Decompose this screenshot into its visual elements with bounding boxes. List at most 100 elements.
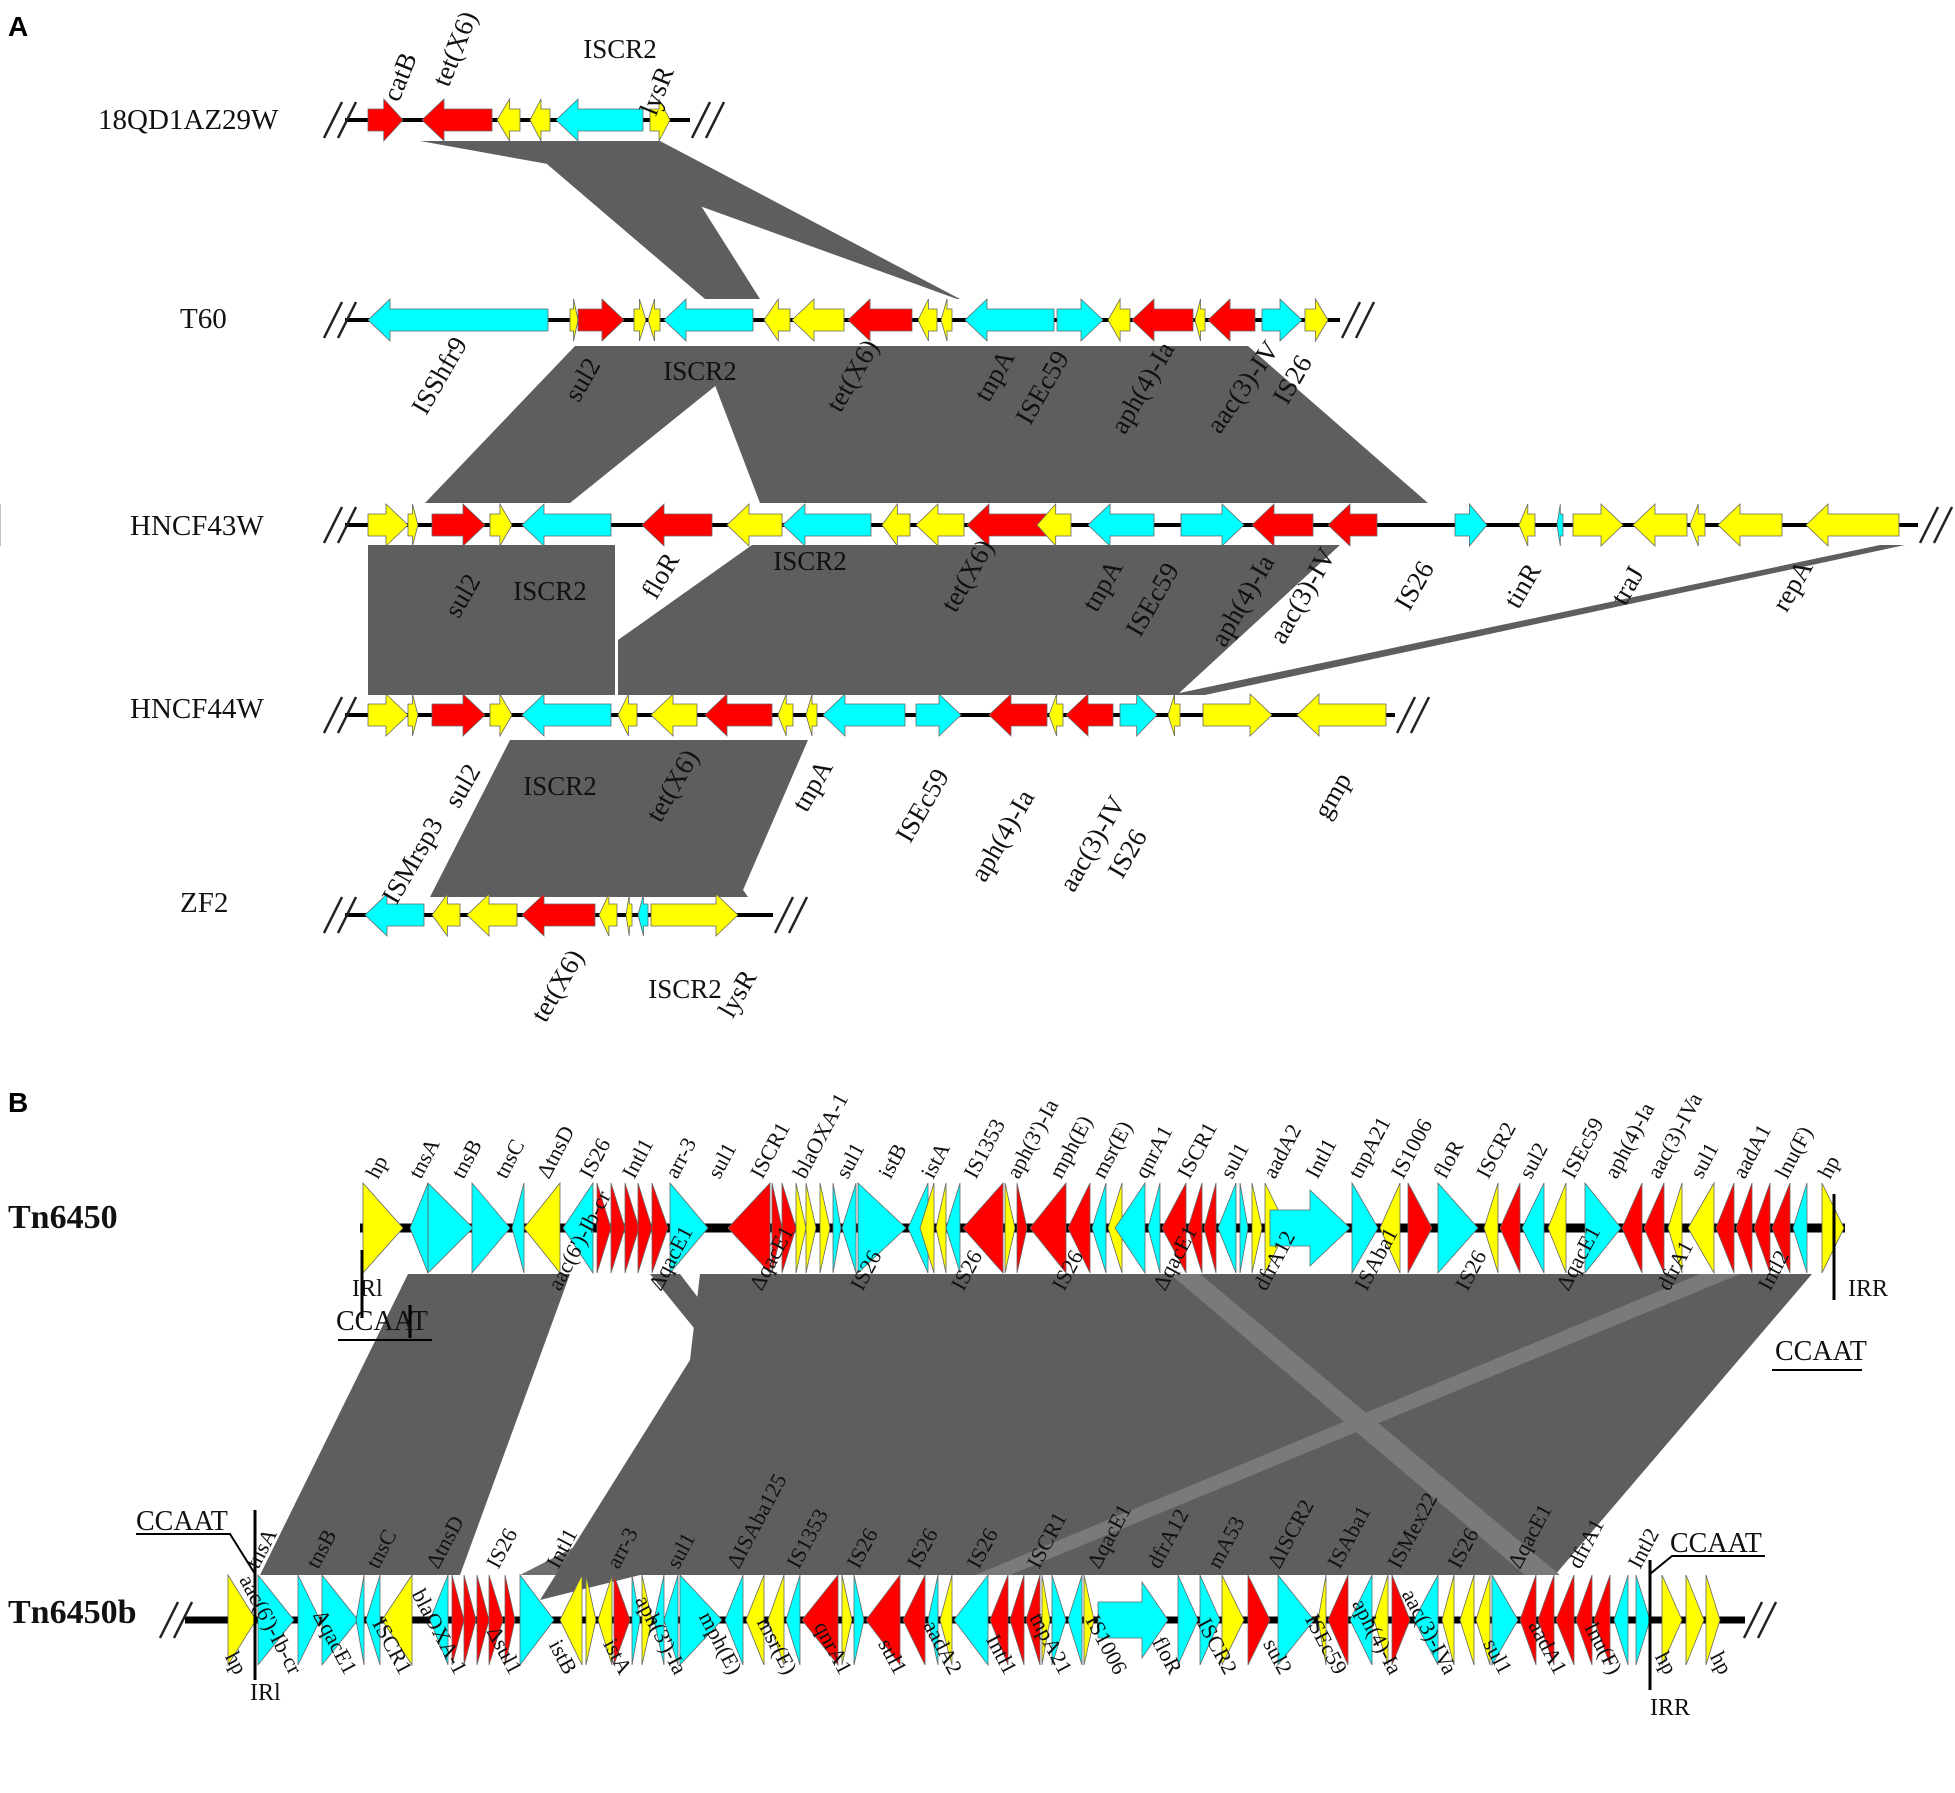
gene-HNCF43W-orf1 xyxy=(407,503,419,547)
homology-band-a2 xyxy=(425,346,765,503)
Tn6450b-gene-14 xyxy=(559,1574,583,1666)
gene-HNCF43W-orf0 xyxy=(367,503,409,547)
Tn6450-above-label-12: istB xyxy=(873,1139,912,1182)
Tn6450b-gene-3 xyxy=(321,1573,359,1667)
gene-ZF2-tet(X6) xyxy=(521,893,596,937)
gene-T60-orf18 xyxy=(1304,297,1329,343)
Tn6450b-gene-26 xyxy=(785,1574,801,1666)
gene-HNCF43W-tet(X6) xyxy=(966,503,1055,547)
Tn6450b-gene-r23 xyxy=(1685,1574,1705,1666)
homology-band-a4 xyxy=(368,545,615,695)
gene-HNCF43W-floR xyxy=(641,503,713,547)
marker-Tn6450b-3: CCAAT xyxy=(1670,1528,1762,1559)
Tn6450-gene-6 xyxy=(562,1181,594,1275)
break-left-HNCF43W xyxy=(322,506,358,544)
Tn6450b-gene-r11 xyxy=(1441,1574,1455,1666)
Tn6450-gene-1 xyxy=(409,1182,429,1274)
Tn6450b-below-label-0: hp xyxy=(220,1647,252,1678)
gene-HNCF44W-orf3 xyxy=(489,692,513,738)
gene-arrows xyxy=(0,97,1900,1690)
gene-label-18QD1AZ29W-ISCR2: ISCR2 xyxy=(583,34,657,64)
Tn6450-above-label-0: hp xyxy=(360,1151,392,1182)
break-left-HNCF44W xyxy=(322,696,358,734)
gene-HNCF43W-ISCR2 xyxy=(521,503,612,547)
gene-HNCF43W-repA xyxy=(1689,503,1706,547)
Tn6450b-gene-39 xyxy=(1051,1574,1067,1666)
Tn6450b-gene-r20 xyxy=(1613,1574,1629,1666)
Tn6450-above-label-27: sul2 xyxy=(1513,1138,1552,1182)
gene-HNCF44W-orf13 xyxy=(1048,693,1064,737)
Tn6450b-gene-32 xyxy=(927,1574,939,1666)
Tn6450-gene-x2 xyxy=(1379,1182,1401,1274)
Tn6450b-gene-r4 xyxy=(1277,1573,1315,1667)
Tn6450b-gene-30 xyxy=(865,1573,901,1667)
gene-T60-orf7 xyxy=(791,298,845,342)
Tn6450b-gene-r12 xyxy=(1459,1574,1475,1666)
gene-ZF2-orf2 xyxy=(466,893,518,937)
Tn6450b-gene-r22 xyxy=(1661,1574,1683,1666)
gene-HNCF43W-orf22 xyxy=(1717,503,1783,547)
Tn6450-gene-38 xyxy=(1217,1182,1237,1274)
marker-Tn6450b-1: IRR xyxy=(1650,1695,1690,1721)
Tn6450b-gene-38 xyxy=(1041,1574,1051,1666)
Tn6450b-gene-r13 xyxy=(1475,1574,1491,1666)
gene-T60-sul2 xyxy=(577,298,625,342)
Tn6450-gene-21 xyxy=(857,1182,907,1274)
gene-label-HNCF44W-aph(4)-Ia: aph(4)-Ia xyxy=(964,784,1040,886)
Tn6450-above-label-9: ISCR1 xyxy=(745,1118,795,1183)
Tn6450b-gene-r18 xyxy=(1575,1574,1593,1666)
gene-18QD1AZ29W-orf2 xyxy=(496,97,521,143)
Tn6450-above-label-18: qnrA1 xyxy=(1129,1121,1177,1182)
Tn6450-above-label-33: lnu(F) xyxy=(1770,1122,1818,1182)
Tn6450b-below-label-12: sul1 xyxy=(873,1634,912,1678)
Tn6450-gene-27 xyxy=(1004,1182,1016,1274)
Tn6450-gene-14 xyxy=(771,1182,783,1274)
gene-ZF2-ISCR2 xyxy=(637,893,649,937)
gene-HNCF43W-IS26 xyxy=(1454,502,1488,548)
Tn6450b-gene-41 xyxy=(1083,1574,1095,1666)
Tn6450b-gene-0 xyxy=(227,1573,257,1667)
gene-HNCF43W-ISCR2 xyxy=(782,503,872,547)
gene-T60-orf13 xyxy=(1107,297,1131,343)
gene-label-HNCF43W-ISCR2: ISCR2 xyxy=(773,546,847,576)
homology-band-a3 xyxy=(700,346,1428,503)
Tn6450b-gene-6 xyxy=(381,1573,413,1667)
track-name-ZF2: ZF2 xyxy=(180,887,228,919)
gene-HNCF43W-tnpA xyxy=(1087,503,1155,547)
Tn6450-gene-13 xyxy=(727,1181,771,1275)
Tn6450-above-label-19: ISCR1 xyxy=(1172,1118,1222,1183)
Tn6450b-gene-1 xyxy=(257,1573,295,1667)
Tn6450b-gene-21 xyxy=(663,1574,679,1666)
Tn6450-above-label-5: IS26 xyxy=(574,1134,616,1182)
Tn6450b-gene-35 xyxy=(989,1574,1009,1666)
Tn6450b-gene-5 xyxy=(365,1574,381,1666)
track-name-HNCF43W: HNCF43W xyxy=(130,510,264,542)
Tn6450b-gene-9 xyxy=(463,1574,477,1666)
Tn6450-gene-9 xyxy=(624,1182,640,1274)
gene-HNCF44W-orf6 xyxy=(650,693,698,737)
Tn6450b-gene-22 xyxy=(679,1573,723,1667)
gene-T60-aac(3)-IV xyxy=(1207,298,1256,342)
Tn6450-gene-24 xyxy=(935,1182,947,1274)
Tn6450b-gene-36 xyxy=(1009,1574,1025,1666)
gene-T60-IS26 xyxy=(1261,298,1303,342)
Tn6450b-gene-19 xyxy=(641,1574,653,1666)
Tn6450b-gene-10 xyxy=(476,1574,490,1666)
gene-18QD1AZ29W-catB xyxy=(367,97,404,143)
gene-T60-aph(4)-Ia xyxy=(1131,298,1194,342)
gene-label-18QD1AZ29W-lysR: lysR xyxy=(633,62,679,119)
gene-T60-orf1 xyxy=(569,298,579,342)
Tn6450-sul2 xyxy=(1499,1182,1521,1274)
Tn6450-tnpA21 xyxy=(1269,1189,1351,1267)
Tn6450-ISCR2 xyxy=(1437,1181,1479,1275)
homology-band-a1b xyxy=(520,141,752,299)
Tn6450b-gene-25 xyxy=(767,1574,785,1666)
gene-T60-ISShfr9 xyxy=(367,298,549,342)
Tn6450-above-label-20: sul1 xyxy=(1214,1138,1253,1182)
gene-T60-orf9 xyxy=(917,298,938,342)
gene-HNCF43W-aac(3)-IV xyxy=(1327,503,1378,547)
gene-HNCF44W-orf1 xyxy=(407,693,419,737)
Tn6450b-gene-r2 xyxy=(1221,1574,1245,1666)
gene-label-HNCF44W-gmp: gmp xyxy=(1307,767,1357,824)
